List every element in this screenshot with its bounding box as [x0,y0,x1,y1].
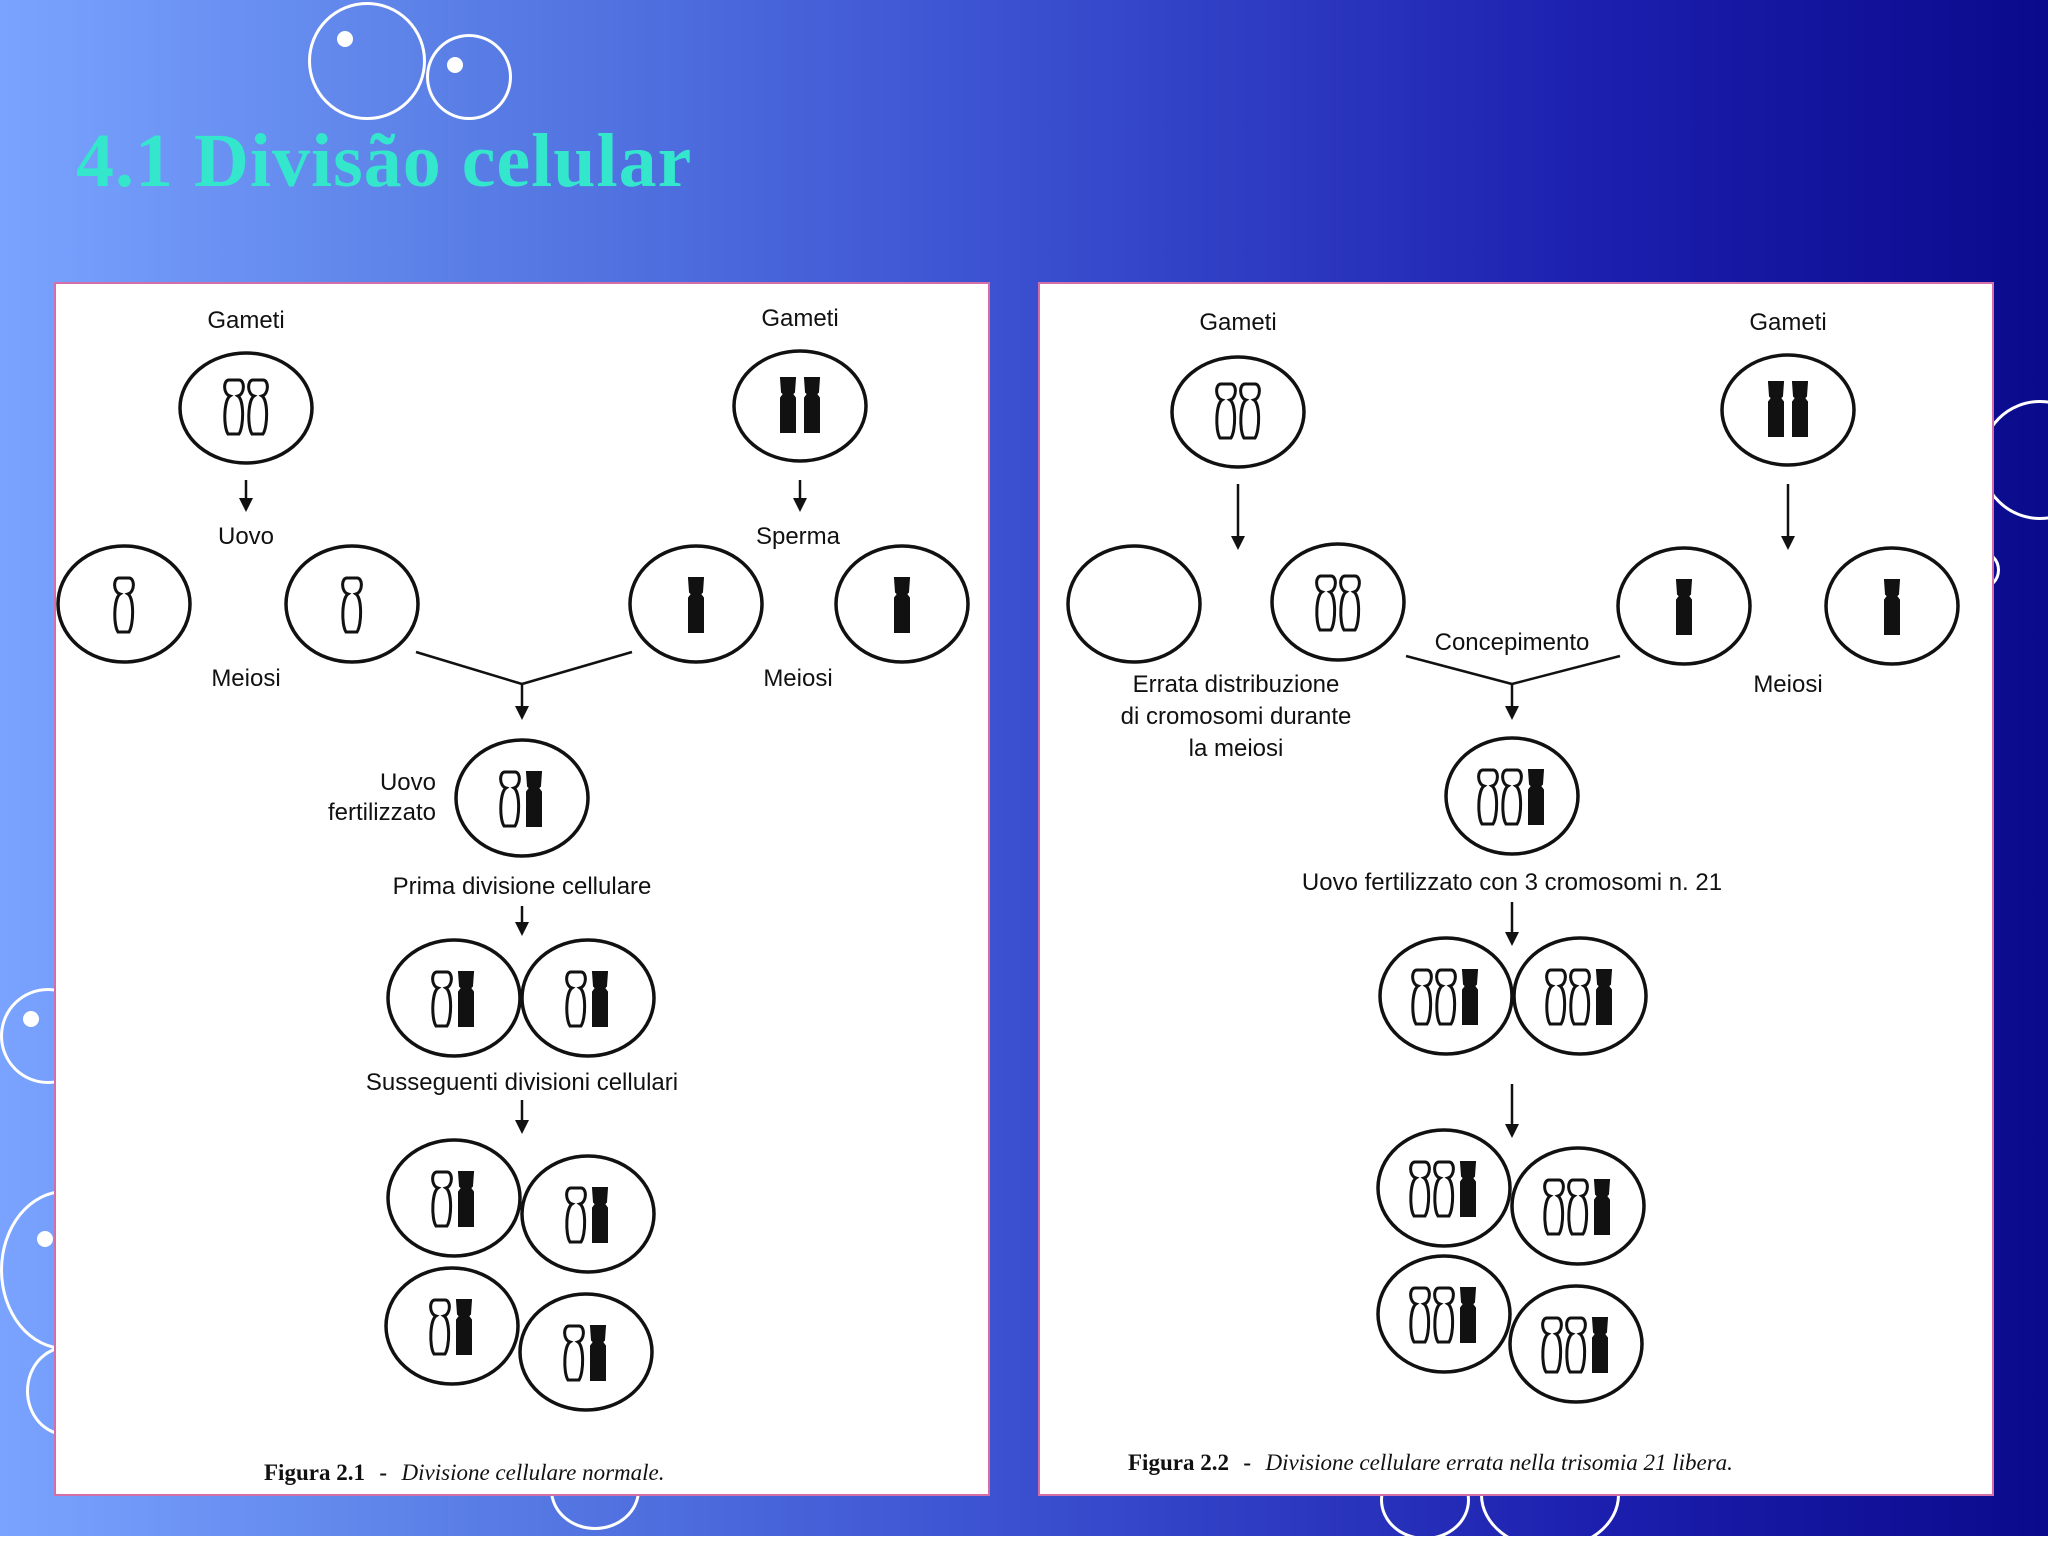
bubble-decoration [308,2,426,120]
caption-label: Figura 2.2 [1128,1450,1229,1475]
fertilized-egg-cell [454,738,590,858]
label-meiosis: Meiosi [1753,671,1822,698]
label-error-line1: Errata distribuzione [1133,671,1340,698]
slide-title: 4.1 Divisão celular [76,119,693,203]
arrow-down [515,906,529,936]
caption-label: Figura 2.1 [264,1460,365,1485]
arrow-down [793,480,807,512]
label-sperm: Sperma [756,523,841,550]
four-cell-stage [1376,1128,1646,1404]
sperm-cell [834,544,970,664]
arrow-down [1505,1084,1519,1138]
label-meiosis-right: Meiosi [763,665,832,692]
fertilization-arrow [1405,654,1621,720]
egg-cell [284,544,420,664]
figure-trisomy-division: Gameti Gameti Concepimento Meiosi [1038,282,1994,1496]
label-gametes-right: Gameti [761,305,838,332]
caption-separator: - [1243,1450,1251,1475]
label-fertilized-line2: fertilizzato [328,799,436,826]
arrow-down [1781,484,1795,550]
label-subsequent-divisions: Susseguenti divisioni cellulari [366,1069,678,1096]
label-gametes-right: Gameti [1749,309,1826,336]
sperm-cell [628,544,764,664]
four-cell-stage [384,1138,656,1412]
sperm-cell [1824,546,1960,666]
sperm-cell [1616,546,1752,666]
egg-cell-with-extra-chromosome [1270,542,1406,662]
trisomic-fertilized-egg [1444,736,1580,856]
figure-normal-division-diagram: Gameti Gameti Uovo Sperma Meiosi Meios [56,305,970,1485]
figure-caption: Figura 2.2 - Divisione cellulare errata … [1128,1450,1733,1475]
label-conception: Concepimento [1435,629,1590,656]
egg-cell [56,544,192,664]
two-cell-stage [1378,936,1648,1056]
label-fertilized-trisomy: Uovo fertilizzato con 3 cromosomi n. 21 [1302,869,1722,896]
caption-text: Divisione cellulare normale. [401,1460,665,1485]
fertilization-arrow [415,650,633,720]
gamete-cell-paternal [1720,353,1856,467]
gamete-cell-maternal [1170,355,1306,469]
two-cell-stage [386,938,656,1058]
label-meiosis-left: Meiosi [211,665,280,692]
arrow-down [1505,902,1519,946]
label-error-line3: la meiosi [1189,735,1284,762]
svg-text:Figura 2.1 -: Figura 2.1 - Divisione cellulare normale… [264,1460,664,1485]
caption-text: Divisione cellulare errata nella trisomi… [1265,1450,1733,1475]
gamete-cell-maternal [178,351,314,465]
label-fertilized-line1: Uovo [380,769,436,796]
gamete-cell-paternal [732,349,868,463]
bubble-decoration [426,34,512,120]
label-error-line2: di cromosomi durante [1121,703,1352,730]
arrow-down [239,480,253,512]
svg-text:Figura 2.2 -: Figura 2.2 - Divisione cellulare errata … [1128,1450,1733,1475]
label-gametes-left: Gameti [207,307,284,334]
label-egg: Uovo [218,523,274,550]
figure-caption: Figura 2.1 - Divisione cellulare normale… [264,1460,664,1485]
empty-egg-cell [1066,544,1202,664]
figure-normal-division: Gameti Gameti Uovo Sperma Meiosi Meios [54,282,990,1496]
caption-separator: - [379,1460,387,1485]
arrow-down [1231,484,1245,550]
label-gametes-left: Gameti [1199,309,1276,336]
figure-trisomy-division-diagram: Gameti Gameti Concepimento Meiosi [1066,309,1960,1475]
arrow-down [515,1100,529,1134]
label-first-division: Prima divisione cellulare [393,873,652,900]
